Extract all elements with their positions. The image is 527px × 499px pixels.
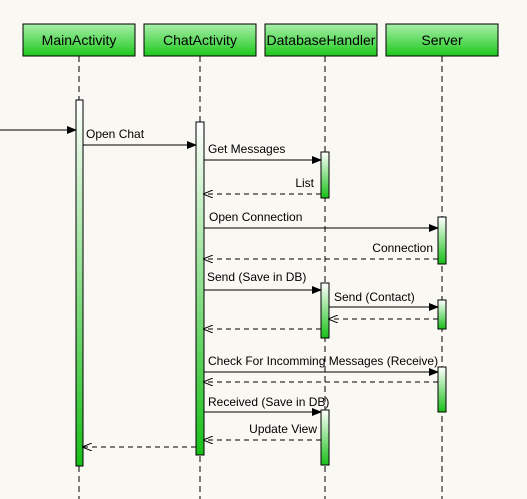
participant-main-label: MainActivity (42, 32, 117, 48)
participant-db-label: DatabaseHandler (267, 32, 376, 48)
participant-chat[interactable]: ChatActivity (143, 23, 257, 57)
participant-chat-label: ChatActivity (163, 32, 237, 48)
message-open-connection-label: Open Connection (209, 210, 302, 224)
message-send-save-label: Send (Save in DB) (207, 270, 306, 284)
participant-db[interactable]: DatabaseHandler (264, 23, 378, 57)
activation-server-1 (437, 216, 447, 265)
participant-server-label: Server (421, 32, 463, 48)
message-update-view-label: Update View (249, 422, 317, 436)
message-list-label: List (295, 176, 314, 190)
message-check-incoming-label: Check For Incomming Messages (Receive) (208, 354, 438, 368)
message-connection-label: Connection (372, 241, 433, 255)
activation-chat (195, 121, 205, 456)
participant-main[interactable]: MainActivity (22, 23, 136, 57)
activation-main (75, 99, 84, 467)
activation-server-2 (437, 299, 447, 330)
message-received-save-label: Received (Save in DB) (208, 395, 329, 409)
message-send-contact-label: Send (Contact) (334, 290, 415, 304)
activation-db-1 (320, 151, 330, 199)
activation-server-3 (437, 366, 447, 413)
message-get-messages-label: Get Messages (208, 142, 285, 156)
message-open-chat-label: Open Chat (86, 127, 145, 141)
activation-db-3 (320, 409, 330, 466)
participant-server[interactable]: Server (385, 23, 499, 57)
activation-db-2 (320, 282, 330, 339)
